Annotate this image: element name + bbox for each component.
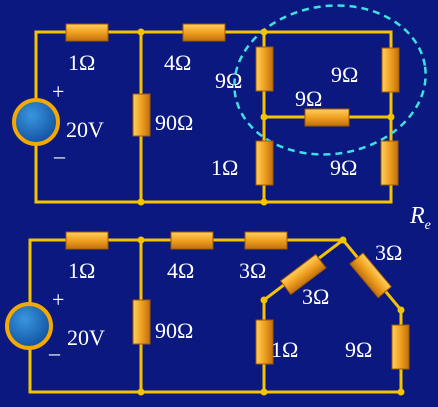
label-top-r2: 4Ω: [164, 50, 191, 75]
resistor-bottom-4ohm: [170, 231, 214, 250]
resistor-top-9ohm-right: [381, 47, 400, 93]
label-top-source: 20V: [66, 117, 104, 142]
label-top-r5: 9Ω: [331, 62, 358, 87]
resistor-top-1ohm: [65, 23, 109, 42]
resistor-bottom-3ohm-left: [279, 253, 327, 296]
resistor-bottom-1ohm-lower: [255, 319, 274, 365]
label-re: Re: [409, 203, 431, 233]
label-top-r6: 9Ω: [295, 86, 322, 111]
label-bottom-minus: –: [48, 340, 61, 365]
label-top-r4: 9Ω: [215, 68, 242, 93]
resistor-top-4ohm: [182, 23, 226, 42]
resistor-top-1ohm-lower: [255, 140, 274, 186]
label-bottom-r5: 3Ω: [302, 284, 329, 309]
label-bottom-r6: 3Ω: [375, 240, 402, 265]
label-bottom-plus: +: [52, 287, 64, 312]
resistor-top-9ohm-left: [255, 46, 274, 92]
label-bottom-r4: 90Ω: [155, 318, 193, 343]
voltage-source-top: [12, 98, 60, 146]
voltage-source-bottom: [5, 302, 53, 350]
label-bottom-r3: 3Ω: [239, 258, 266, 283]
top-circuit: 1Ω 4Ω 90Ω 9Ω 9Ω 9Ω 1Ω 9Ω 20V + –: [12, 4, 427, 206]
highlight-ellipse: [233, 4, 427, 156]
label-bottom-r8: 9Ω: [345, 337, 372, 362]
label-bottom-r1: 1Ω: [68, 258, 95, 283]
resistor-bottom-9ohm: [391, 324, 410, 370]
label-top-r3: 90Ω: [155, 110, 193, 135]
resistor-bottom-90ohm: [132, 299, 151, 345]
label-top-r8: 9Ω: [330, 155, 357, 180]
resistor-top-9ohm-mid: [304, 108, 350, 127]
resistor-top-9ohm-lower: [380, 140, 399, 186]
resistor-top-90ohm: [132, 93, 151, 137]
resistor-bottom-3ohm-right: [349, 252, 392, 299]
label-bottom-source: 20V: [67, 325, 105, 350]
label-top-r7: 1Ω: [211, 155, 238, 180]
label-top-plus: +: [52, 79, 64, 104]
label-top-r1: 1Ω: [68, 50, 95, 75]
label-bottom-r7: 1Ω: [271, 337, 298, 362]
top-junctions: [137, 28, 395, 206]
resistor-bottom-1ohm: [65, 231, 109, 250]
bottom-circuit: 1Ω 4Ω 3Ω 90Ω 3Ω 3Ω 1Ω 9Ω 20V + –: [5, 231, 410, 396]
bottom-junctions: [137, 236, 405, 396]
resistor-bottom-3ohm-series: [244, 231, 288, 250]
label-top-minus: –: [53, 143, 66, 168]
label-bottom-r2: 4Ω: [167, 258, 194, 283]
